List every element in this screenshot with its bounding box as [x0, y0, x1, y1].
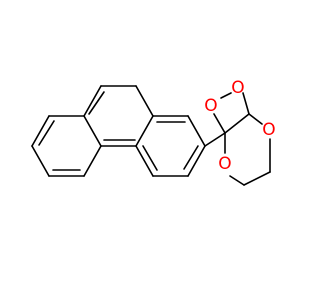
- bond: [135, 115, 154, 147]
- bond: [248, 113, 263, 125]
- bond: [83, 85, 102, 117]
- bond: [83, 115, 102, 147]
- peroxide-bond: [220, 92, 232, 99]
- oxygen-atom-label: O: [231, 78, 244, 98]
- double-bond-inner: [38, 120, 55, 146]
- oxygen-labels: O O O O: [204, 78, 275, 174]
- double-bond-inner: [88, 91, 105, 115]
- bond: [83, 145, 102, 177]
- bond: [31, 115, 50, 147]
- double-bond-inner: [183, 145, 199, 170]
- bond: [135, 145, 154, 177]
- oxygen-atom-label: O: [218, 154, 231, 174]
- bond: [31, 145, 50, 177]
- bond: [213, 113, 226, 134]
- bond: [224, 113, 250, 134]
- bond: [204, 132, 226, 147]
- bond: [229, 175, 245, 186]
- double-bond-inner: [142, 145, 158, 171]
- anthracene-ring-system: [31, 85, 206, 177]
- bicyclic-peroxide-ring-system: [204, 92, 271, 186]
- oxygen-atom-label: O: [204, 96, 217, 116]
- bond: [187, 145, 206, 177]
- bond: [243, 171, 271, 186]
- oxygen-atom-label: O: [262, 120, 275, 140]
- molecule-structure: O O O O: [31, 78, 276, 186]
- bond: [242, 92, 250, 115]
- bond: [187, 115, 206, 147]
- bond: [135, 85, 154, 117]
